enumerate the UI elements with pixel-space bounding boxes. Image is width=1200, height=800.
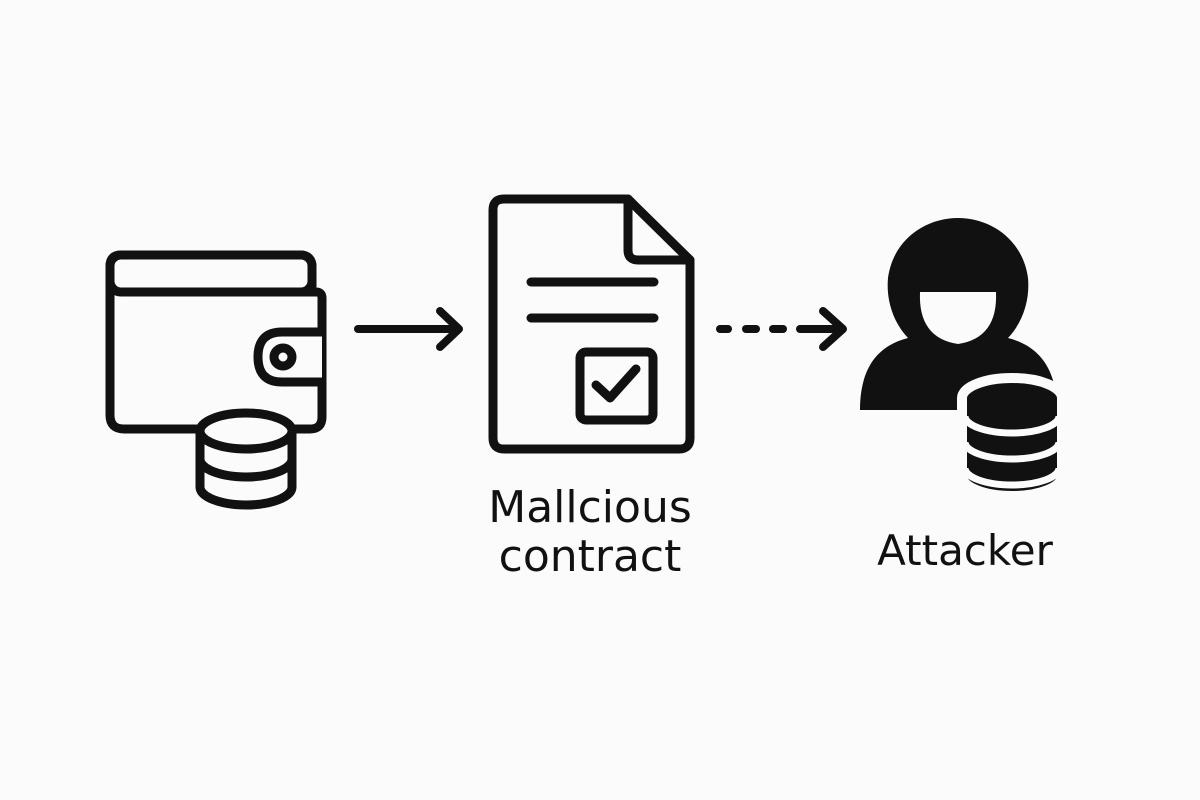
checkbox-checked-icon bbox=[575, 347, 658, 425]
contract-label-line1: Mallcious bbox=[488, 482, 692, 533]
arrow-right-icon bbox=[354, 307, 463, 351]
dashed-arrow-right-icon bbox=[716, 307, 847, 351]
hooded-figure-icon bbox=[860, 218, 1057, 410]
attacker-label: Attacker bbox=[815, 527, 1115, 574]
coin-stack-icon bbox=[195, 408, 297, 510]
contract-label-line2: contract bbox=[498, 531, 682, 583]
wallet-icon bbox=[105, 250, 327, 434]
contract-label: Mallcious contract bbox=[440, 483, 740, 582]
document-icon bbox=[488, 194, 695, 454]
attacker-label-text: Attacker bbox=[877, 526, 1053, 575]
coin-stack-icon bbox=[957, 373, 1067, 501]
